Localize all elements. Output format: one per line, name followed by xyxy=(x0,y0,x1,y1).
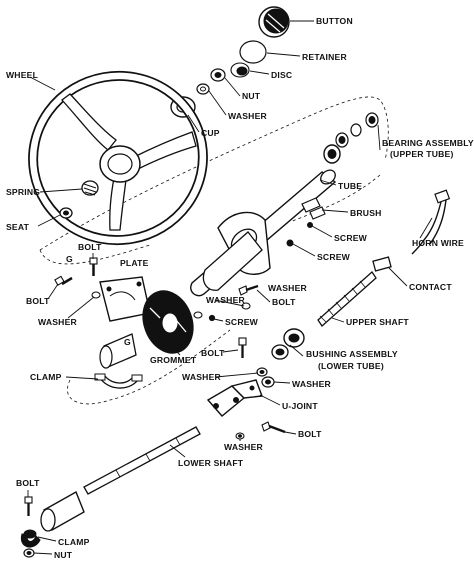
label-cup: CUP xyxy=(201,128,220,138)
label-grommet: GROMMET xyxy=(150,355,197,365)
clamp-bottom-part xyxy=(20,529,41,548)
label-bearing-line1: BEARING ASSEMBLY xyxy=(382,138,474,148)
column-bracket xyxy=(202,211,271,291)
mount-outline xyxy=(67,329,231,405)
washer-left-part xyxy=(91,291,101,299)
label-bolt-left: BOLT xyxy=(26,296,50,306)
label-screw-center: SCREW xyxy=(225,317,259,327)
label-button: BUTTON xyxy=(316,16,353,26)
washer-lower3-part xyxy=(235,432,245,440)
washer-center-part xyxy=(193,311,203,319)
label-bolt-center: BOLT xyxy=(201,348,225,358)
label-washer-lower2: WASHER xyxy=(292,379,332,389)
seat-part xyxy=(59,207,73,219)
label-bearing-line2: (UPPER TUBE) xyxy=(390,149,454,159)
screw-center-part xyxy=(208,314,216,322)
label-clamp-bottom: CLAMP xyxy=(58,537,90,547)
label-g-center: G xyxy=(124,337,131,347)
bolt-mid-part xyxy=(238,284,259,296)
bolt-left-part xyxy=(54,275,73,286)
washer-lower2-part xyxy=(261,376,275,388)
bolt-left-top-part xyxy=(89,257,98,276)
bushing-assembly-part xyxy=(271,328,305,360)
screw-brush-part xyxy=(307,222,313,228)
label-u-joint: U-JOINT xyxy=(282,401,318,411)
lower-tube-stub xyxy=(99,333,137,369)
labels: BUTTON RETAINER DISC NUT WASHER CUP WHEE… xyxy=(6,16,474,560)
label-screw-brush: SCREW xyxy=(334,233,368,243)
brush-part xyxy=(301,197,326,220)
label-tube: TUBE xyxy=(338,181,362,191)
label-bushing-line1: BUSHING ASSEMBLY xyxy=(306,349,398,359)
bearing-assembly-part xyxy=(323,112,379,164)
label-washer-center: WASHER xyxy=(206,295,246,305)
label-disc: DISC xyxy=(271,70,292,80)
label-wheel: WHEEL xyxy=(6,70,38,80)
label-upper-shaft: UPPER SHAFT xyxy=(346,317,409,327)
label-nut-bottom: NUT xyxy=(54,550,73,560)
label-bolt-lower: BOLT xyxy=(298,429,322,439)
spring-part xyxy=(81,180,99,196)
horn-wire-part xyxy=(411,189,451,255)
leader-lines xyxy=(27,20,433,555)
nut-bottom-part xyxy=(23,548,35,558)
clamp-mid-part xyxy=(94,373,143,389)
nut-top-part xyxy=(210,68,226,82)
label-washer-lower1: WASHER xyxy=(182,372,222,382)
wheel-shadow-outline xyxy=(39,244,151,265)
column-outline xyxy=(39,96,389,251)
label-spring: SPRING xyxy=(6,187,40,197)
contact-part xyxy=(372,256,392,272)
label-bolt-bottom: BOLT xyxy=(16,478,40,488)
label-brush: BRUSH xyxy=(350,208,382,218)
label-nut-top: NUT xyxy=(242,91,261,101)
label-bolt-mid: BOLT xyxy=(272,297,296,307)
bolt-bottom-part xyxy=(24,496,33,516)
bolt-lower-part xyxy=(261,421,286,434)
label-contact: CONTACT xyxy=(409,282,452,292)
label-bushing-line2: (LOWER TUBE) xyxy=(318,361,384,371)
label-g-left: G xyxy=(66,254,73,264)
retainer-part xyxy=(239,40,267,64)
u-joint-part xyxy=(206,379,263,417)
washer-top-part xyxy=(196,83,210,95)
label-seat: SEAT xyxy=(6,222,30,232)
label-washer-mid: WASHER xyxy=(268,283,308,293)
label-washer-left: WASHER xyxy=(38,317,78,327)
button-part xyxy=(258,6,290,38)
label-horn-wire: HORN WIRE xyxy=(412,238,464,248)
grommet-part xyxy=(142,290,194,354)
disc-part xyxy=(230,62,250,78)
bottom-coupler-part xyxy=(40,490,85,532)
upper-shaft xyxy=(317,271,377,327)
washer-lower1-part xyxy=(256,367,268,377)
label-plate: PLATE xyxy=(120,258,149,268)
label-retainer: RETAINER xyxy=(302,52,347,62)
label-washer-lower3: WASHER xyxy=(224,442,264,452)
label-screw-right: SCREW xyxy=(317,252,351,262)
steering-wheel xyxy=(28,70,208,246)
lower-shaft xyxy=(83,426,201,495)
label-clamp-mid: CLAMP xyxy=(30,372,62,382)
label-washer-top: WASHER xyxy=(228,111,268,121)
screw-right-part xyxy=(286,239,294,247)
label-bolt-left-top: BOLT xyxy=(78,242,102,252)
bolt-center-part xyxy=(238,337,247,358)
label-lower-shaft: LOWER SHAFT xyxy=(178,458,244,468)
